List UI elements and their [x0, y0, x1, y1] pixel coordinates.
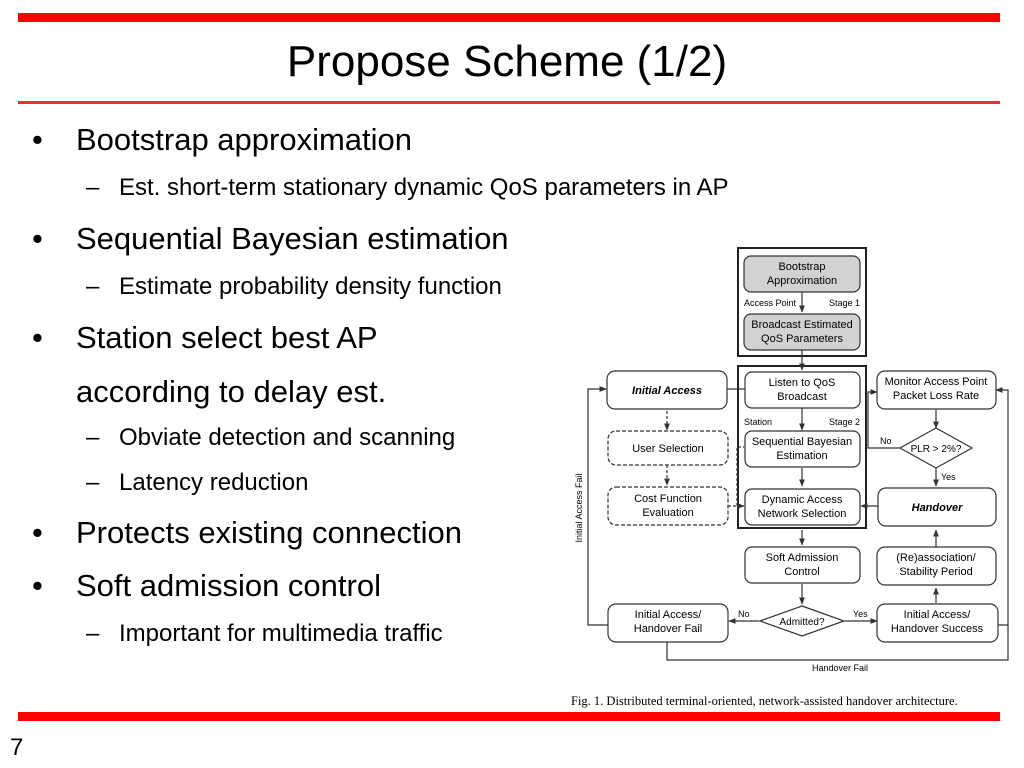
node-line: Handover Success [891, 623, 984, 635]
stage2-label: Stage 2 [829, 417, 860, 427]
bullet-protects: • Protects existing connection [32, 517, 462, 548]
soft-admission-node: Soft Admission Control [744, 546, 861, 584]
dynamic-access-node: Dynamic Access Network Selection [744, 488, 861, 526]
bullet-text: Protects existing connection [76, 515, 462, 550]
node-line: Initial Access [632, 385, 702, 397]
node-line: Initial Access/ [904, 609, 972, 621]
node-line: Listen to QoS [769, 377, 836, 389]
plr-decision-node: PLR > 2%? [898, 427, 974, 469]
node-line: Sequential Bayesian [752, 436, 852, 448]
node-line: Initial Access/ [635, 609, 703, 621]
node-line: Approximation [767, 275, 837, 287]
access-point-label: Access Point [744, 298, 797, 308]
node-line: Network Selection [758, 508, 847, 520]
sub-bullet-pdf: –Estimate probability density function [86, 275, 502, 299]
broadcast-estimated-qos-node: Broadcast Estimated QoS Parameters [743, 313, 861, 351]
sequential-bayesian-node: Sequential Bayesian Estimation [744, 430, 861, 468]
handover-node: Handover [877, 487, 997, 527]
sub-bullet-est-qos: –Est. short-term stationary dynamic QoS … [86, 176, 729, 200]
cost-function-node: Cost Function Evaluation [607, 486, 729, 526]
bullet-station-select: • Station select best AP [32, 322, 378, 353]
figure-caption: Fig. 1. Distributed terminal-oriented, n… [571, 694, 958, 708]
dash: – [86, 273, 100, 300]
node-line: Cost Function [634, 493, 702, 505]
bullet-text: Bootstrap approximation [76, 122, 413, 157]
sub-bullet-obviate: –Obviate detection and scanning [86, 426, 455, 450]
bullet-text: Station select best AP [76, 320, 378, 355]
node-line: (Re)association/ [896, 552, 976, 564]
node-line: Admitted? [779, 617, 824, 628]
sub-bullet-text: Latency reduction [119, 469, 309, 496]
sub-bullet-multimedia: –Important for multimedia traffic [86, 622, 443, 646]
bullet-dot: • [32, 122, 43, 157]
sub-bullet-text: Important for multimedia traffic [119, 620, 443, 647]
listen-qos-broadcast-node: Listen to QoS Broadcast [744, 371, 861, 409]
admitted-decision-node: Admitted? [758, 605, 846, 637]
bullet-text: Sequential Bayesian estimation [76, 221, 509, 256]
node-line: Handover [912, 502, 963, 514]
node-line: User Selection [632, 443, 704, 455]
yes-label: Yes [941, 472, 956, 482]
bullet-text: Soft admission control [76, 568, 381, 603]
bullet-bootstrap: • Bootstrap approximation [32, 124, 412, 155]
bullet-dot: • [32, 320, 43, 355]
node-line: Packet Loss Rate [893, 390, 979, 402]
dash: – [86, 174, 100, 201]
top-red-bar [18, 13, 1000, 22]
node-line: Monitor Access Point [885, 376, 988, 388]
no-label: No [880, 436, 892, 446]
no-label: No [738, 609, 750, 619]
bootstrap-approximation-node: Bootstrap Approximation [743, 255, 861, 293]
dash: – [86, 424, 100, 451]
sub-bullet-text: Est. short-term stationary dynamic QoS p… [119, 174, 729, 201]
yes-label: Yes [853, 609, 868, 619]
initial-access-fail-label: Initial Access Fail [574, 473, 584, 542]
node-line: Dynamic Access [762, 494, 843, 506]
station-label: Station [744, 417, 772, 427]
initial-access-handover-success-node: Initial Access/ Handover Success [876, 603, 999, 643]
bullet-sequential: • Sequential Bayesian estimation [32, 223, 509, 254]
bullet-dot: • [32, 568, 43, 603]
node-line: Broadcast Estimated [751, 319, 853, 331]
bullet-dot: • [32, 515, 43, 550]
handover-fail-label: Handover Fail [812, 663, 868, 673]
sub-bullet-latency: –Latency reduction [86, 471, 308, 495]
node-line: PLR > 2%? [911, 444, 962, 455]
node-line: Soft Admission [766, 552, 839, 564]
node-line: Control [784, 566, 819, 578]
node-line: Broadcast [777, 391, 827, 403]
slide-title: Propose Scheme (1/2) [286, 37, 728, 86]
monitor-access-point-node: Monitor Access Point Packet Loss Rate [876, 370, 997, 410]
initial-access-handover-fail-node: Initial Access/ Handover Fail [607, 603, 729, 643]
title-underline [18, 101, 1000, 104]
bullet-continuation: according to delay est. [76, 374, 387, 409]
sub-bullet-text: Estimate probability density function [119, 273, 502, 300]
bullet-soft-admission: • Soft admission control [32, 570, 381, 601]
bullet-dot: • [32, 221, 43, 256]
page-number: 7 [10, 734, 24, 761]
user-selection-node: User Selection [607, 430, 729, 466]
bottom-red-bar [18, 712, 1000, 721]
handover-architecture-diagram: Bootstrap Approximation Access Point Sta… [574, 247, 1009, 673]
node-line: QoS Parameters [761, 333, 843, 345]
dash: – [86, 469, 100, 496]
sub-bullet-text: Obviate detection and scanning [119, 424, 456, 451]
initial-access-node: Initial Access [606, 370, 728, 410]
node-line: Evaluation [642, 507, 693, 519]
stage1-label: Stage 1 [829, 298, 860, 308]
node-line: Estimation [776, 450, 827, 462]
node-line: Bootstrap [778, 261, 825, 273]
node-line: Stability Period [899, 566, 972, 578]
node-line: Handover Fail [634, 623, 702, 635]
dash: – [86, 620, 100, 647]
reassociation-node: (Re)association/ Stability Period [876, 546, 997, 586]
